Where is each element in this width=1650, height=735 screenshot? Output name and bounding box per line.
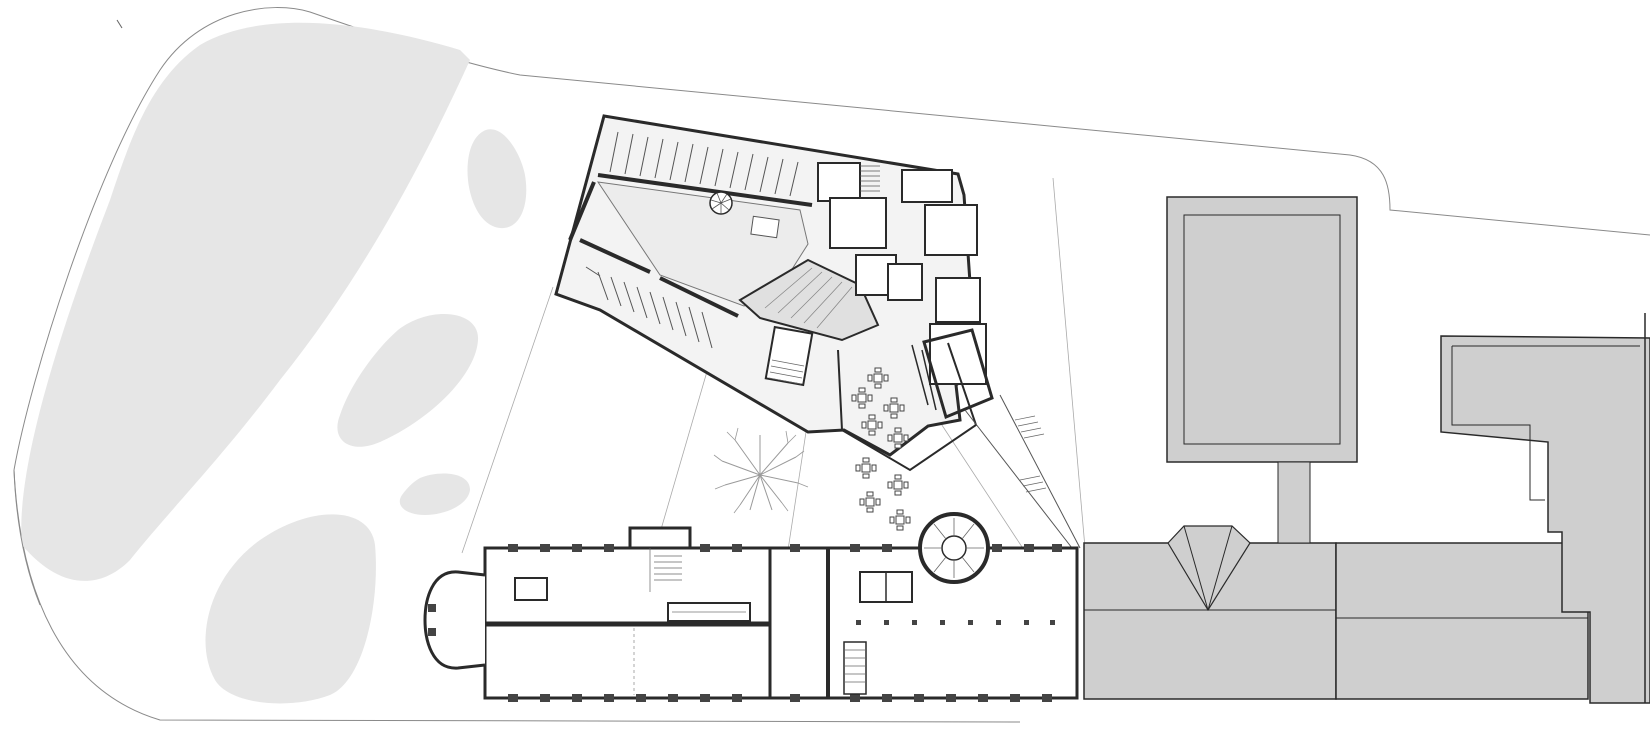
terrace-stair-line (964, 409, 1073, 549)
stair-bay (628, 526, 692, 550)
entrance-steps (843, 641, 867, 695)
cafe-bench (921, 349, 937, 411)
historic-wing (423, 512, 1079, 702)
stair-bay-treads (649, 548, 682, 592)
west-apse-column (428, 604, 436, 612)
parking-bays-north (609, 131, 799, 197)
cafe-terrace (837, 342, 978, 472)
parking-wall-south-2 (659, 276, 739, 318)
west-apse-column (428, 628, 436, 636)
courtyard-tree (713, 427, 809, 514)
planter (399, 473, 470, 515)
historic-piers (508, 544, 1062, 702)
terrace-stair-line (999, 394, 1081, 549)
site-boundary (13, 7, 1650, 471)
green-zone (21, 22, 471, 581)
ramp-lines (764, 267, 853, 329)
cafe-tables (851, 367, 911, 531)
west-apse (423, 570, 486, 670)
planter (205, 514, 376, 704)
neighbour-l-block (1440, 313, 1650, 704)
stair-core-treads (768, 359, 805, 385)
parking-wall-north (597, 173, 813, 207)
parking-bays-south (585, 266, 713, 349)
neighbour-block (1166, 196, 1358, 544)
service-stairs (860, 165, 880, 192)
new-wing (554, 114, 994, 457)
north-tick (116, 19, 123, 29)
lawn-strip (13, 469, 41, 606)
rotunda-stair (918, 512, 990, 584)
stair-core (764, 325, 814, 387)
parking-wall-south (579, 238, 651, 274)
reception-desk (750, 215, 780, 239)
neighbour-roof-left (1083, 525, 1337, 700)
service-rooms (817, 162, 987, 385)
hall-columns (856, 620, 1055, 625)
neighbour-roof-right (1335, 542, 1589, 700)
west-wall (568, 181, 596, 241)
planter (337, 313, 479, 447)
lift (514, 577, 548, 601)
east-partition (922, 328, 994, 420)
spiral-stairs (709, 191, 733, 215)
roof-gable (1167, 525, 1251, 612)
east-counter (911, 344, 929, 406)
planter (467, 129, 527, 229)
terrace-steps (1014, 415, 1047, 493)
